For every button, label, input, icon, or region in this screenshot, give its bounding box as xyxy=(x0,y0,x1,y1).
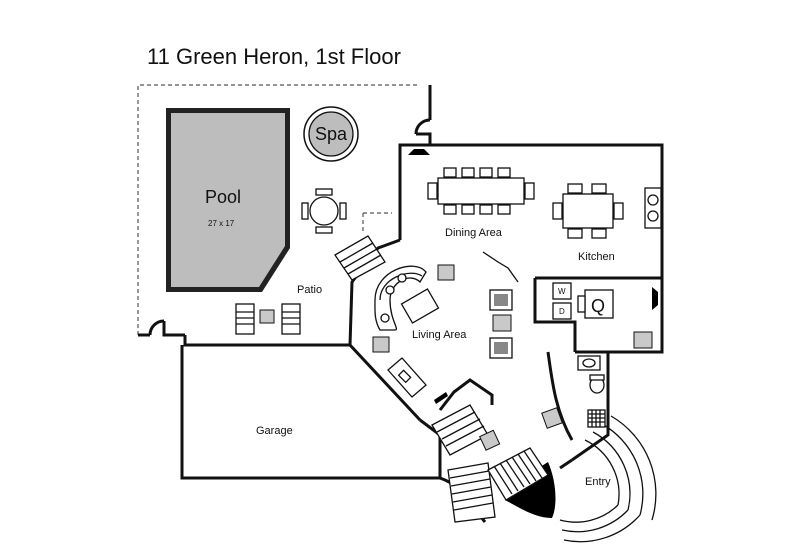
spa: Spa xyxy=(303,106,359,162)
laundry: W D xyxy=(552,282,572,320)
stairs-patio xyxy=(334,235,386,281)
wall-mark xyxy=(434,392,448,404)
entertainment-unit xyxy=(387,357,427,398)
pool-label: Pool xyxy=(205,187,241,207)
spa-label: Spa xyxy=(315,124,348,144)
kitchen-square xyxy=(633,331,653,349)
dryer-label: D xyxy=(559,307,565,316)
pool-size-label: 27 x 17 xyxy=(208,219,235,228)
washer-label: W xyxy=(558,287,566,296)
house-walls xyxy=(138,85,664,523)
stairs-lower xyxy=(447,447,549,523)
entry-label: Entry xyxy=(585,476,611,488)
q-label: Q xyxy=(591,296,605,316)
patio-loungers xyxy=(235,303,301,335)
side-table-1 xyxy=(437,264,455,281)
q-appliance: Q xyxy=(577,289,614,319)
stairs-square xyxy=(479,429,501,451)
patio-table xyxy=(301,188,347,234)
fireplace-top xyxy=(408,149,430,155)
living-label: Living Area xyxy=(412,329,467,341)
cooktop xyxy=(644,187,662,229)
kitchen-label: Kitchen xyxy=(578,251,615,263)
plan-title: 11 Green Heron, 1st Floor xyxy=(147,44,401,69)
patio-boundary xyxy=(137,84,420,335)
garage-label: Garage xyxy=(256,425,293,437)
bath-fixtures xyxy=(577,355,606,428)
entry-square xyxy=(541,407,563,429)
patio-label: Patio xyxy=(297,284,322,296)
dining-door-swing xyxy=(482,251,519,283)
living-chairs xyxy=(489,289,513,359)
side-table-2 xyxy=(372,336,390,353)
pool: Pool 27 x 17 xyxy=(166,108,290,292)
dining-label: Dining Area xyxy=(445,227,503,239)
entry-steps xyxy=(559,415,657,543)
sectional-sofa xyxy=(374,265,427,331)
kitchen-table xyxy=(552,183,624,239)
stairs-living xyxy=(431,404,489,456)
coffee-table xyxy=(400,288,440,324)
dining-table xyxy=(427,167,535,215)
fireplace-right xyxy=(652,287,658,310)
